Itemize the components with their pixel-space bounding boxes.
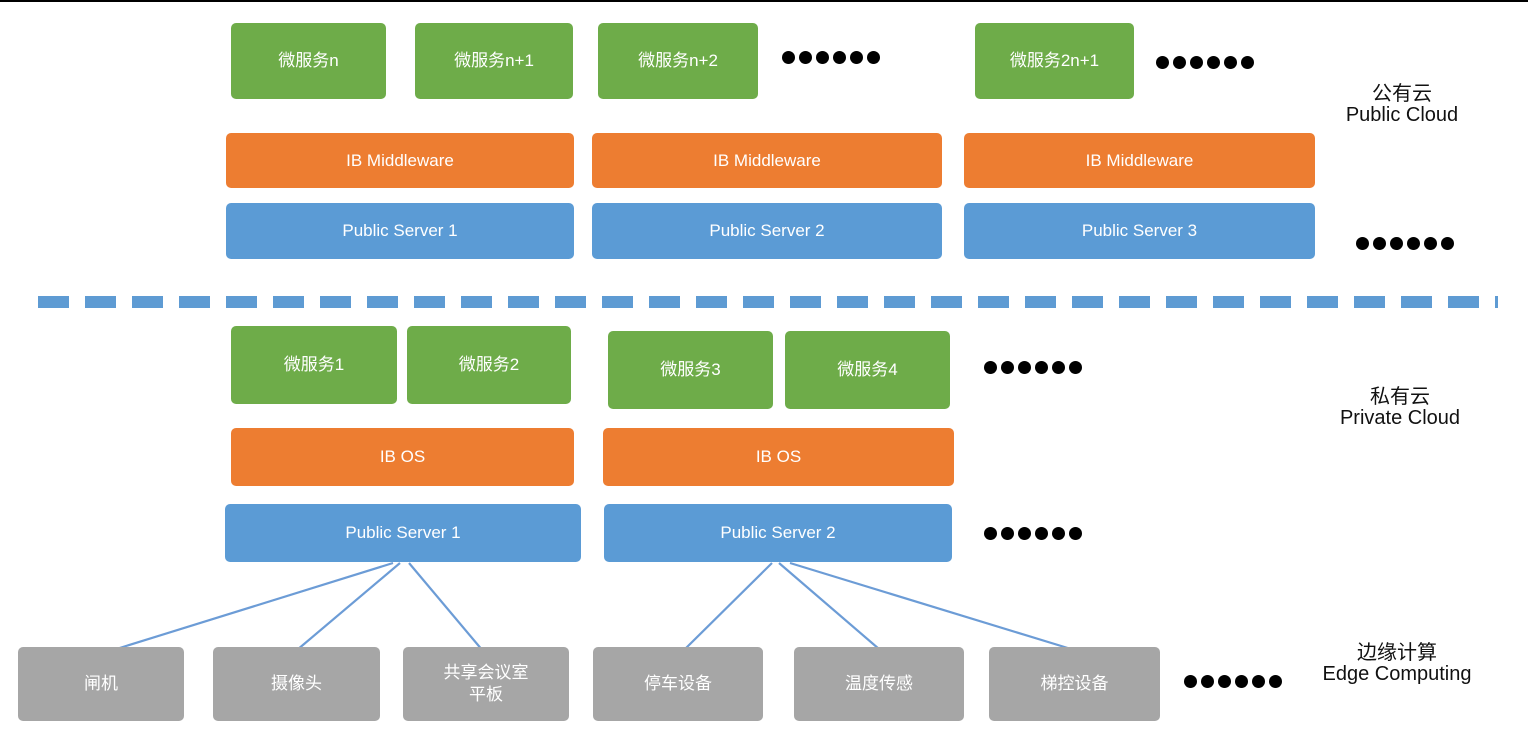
box-ib-middleware-3: IB Middleware	[964, 133, 1315, 188]
box-microservice-n1: 微服务n+1	[415, 23, 573, 99]
ellipsis-dots-public-servers	[1356, 237, 1454, 250]
box-edge-parking-device: 停车设备	[593, 647, 763, 721]
box-microservice-n: 微服务n	[231, 23, 386, 99]
box-public-server-2-private: Public Server 2	[604, 504, 952, 562]
box-public-server-2-public: Public Server 2	[592, 203, 942, 259]
top-border-line	[0, 0, 1528, 2]
box-edge-temperature-sensor: 温度传感	[794, 647, 964, 721]
box-edge-camera: 摄像头	[213, 647, 380, 721]
box-public-server-1-public: Public Server 1	[226, 203, 574, 259]
label-edge-computing: 边缘计算 Edge Computing	[1322, 642, 1472, 685]
dashed-divider-line	[38, 296, 1498, 308]
box-edge-meeting-room-tablet: 共享会议室 平板	[403, 647, 569, 721]
box-edge-elevator-control: 梯控设备	[989, 647, 1160, 721]
box-ib-os-2: IB OS	[603, 428, 954, 486]
ellipsis-dots-public-microservices-2	[1156, 56, 1254, 69]
box-edge-gate-machine: 闸机	[18, 647, 184, 721]
ellipsis-dots-public-microservices	[782, 51, 880, 64]
box-microservice-2: 微服务2	[407, 326, 571, 404]
ellipsis-dots-private-microservices	[984, 361, 1082, 374]
box-ib-middleware-2: IB Middleware	[592, 133, 942, 188]
box-microservice-n2: 微服务n+2	[598, 23, 758, 99]
label-public-cloud: 公有云 Public Cloud	[1345, 83, 1459, 126]
box-microservice-1: 微服务1	[231, 326, 397, 404]
ellipsis-dots-private-servers	[984, 527, 1082, 540]
box-microservice-2n1: 微服务2n+1	[975, 23, 1134, 99]
box-ib-os-1: IB OS	[231, 428, 574, 486]
box-public-server-3-public: Public Server 3	[964, 203, 1315, 259]
box-public-server-1-private: Public Server 1	[225, 504, 581, 562]
box-microservice-3: 微服务3	[608, 331, 773, 409]
label-private-cloud: 私有云 Private Cloud	[1339, 386, 1461, 429]
box-ib-middleware-1: IB Middleware	[226, 133, 574, 188]
ellipsis-dots-edge-devices	[1184, 675, 1282, 688]
box-microservice-4: 微服务4	[785, 331, 950, 409]
